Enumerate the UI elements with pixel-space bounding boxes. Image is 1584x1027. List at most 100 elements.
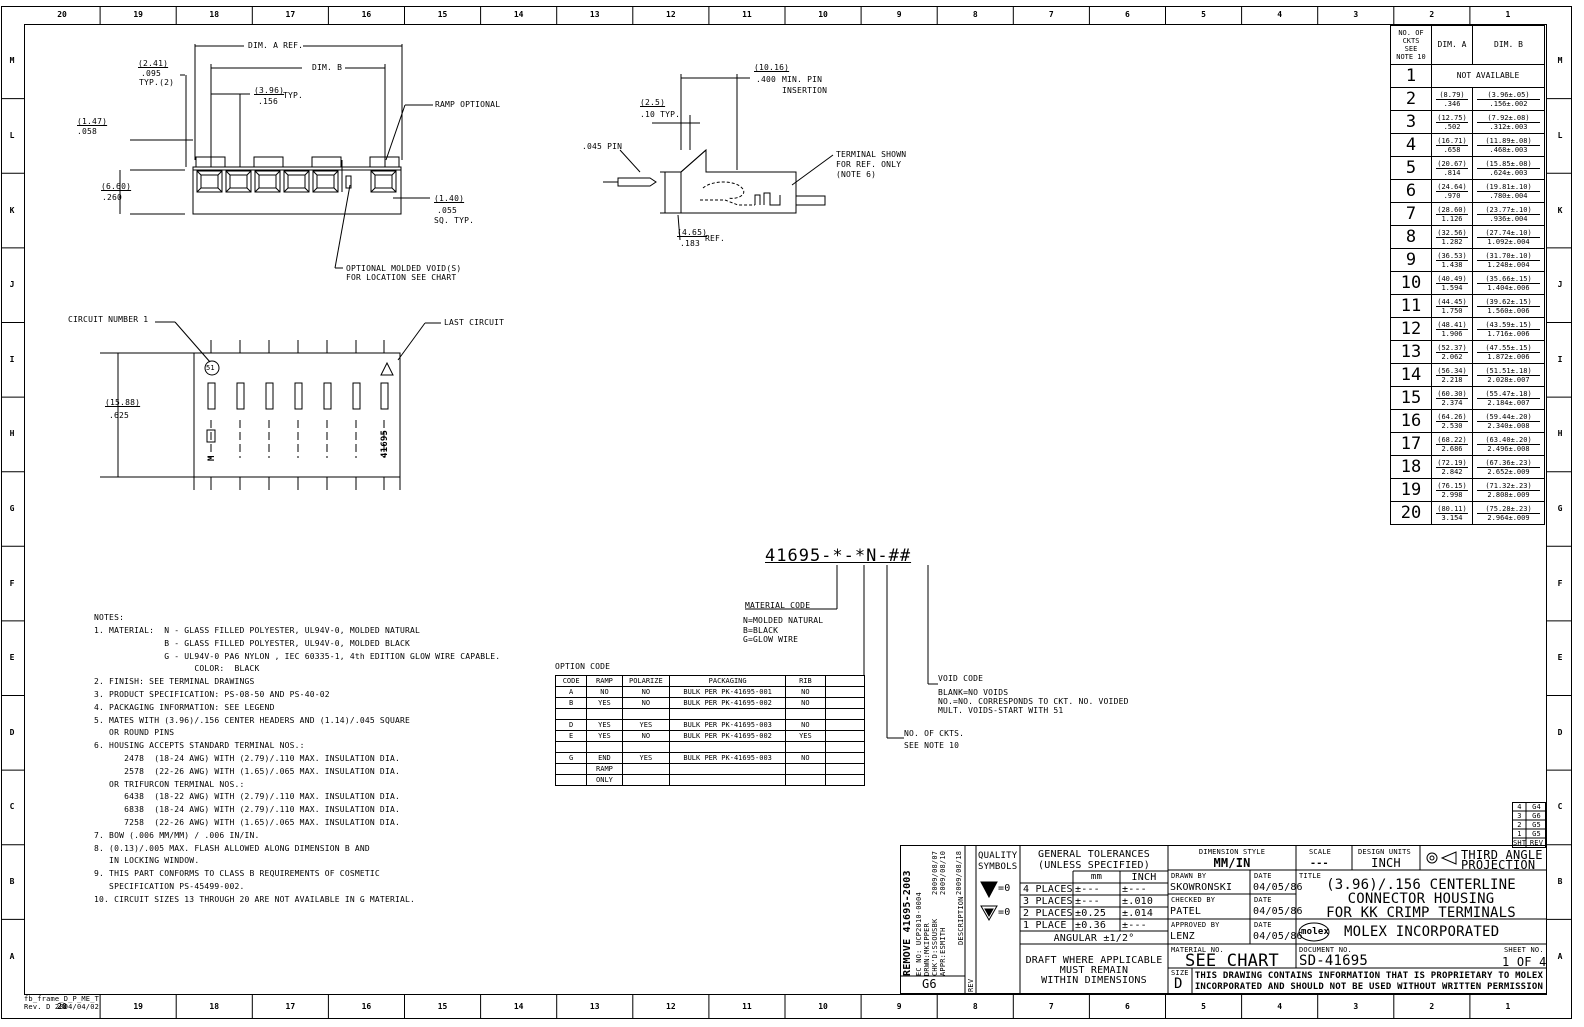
dimension-style-label: DIMENSION STYLE bbox=[1198, 848, 1266, 856]
revision-ec: EC NO: UCP2010-0004 bbox=[915, 892, 923, 976]
note-line: 2478 (18-24 AWG) WITH (2.79)/.110 MAX. I… bbox=[94, 754, 401, 763]
terminal-note-3: (NOTE 6) bbox=[836, 170, 877, 179]
material-no-label: MATERIAL NO. bbox=[1171, 946, 1224, 954]
document-no: SD-41695 bbox=[1299, 953, 1369, 969]
circuit-number-1: CIRCUIT NUMBER 1 bbox=[68, 315, 149, 324]
dim-a-mm: (64.26) bbox=[1436, 412, 1468, 422]
pin-typ: TYP. bbox=[283, 91, 304, 100]
dim-row: 6(24.64).970(19.81±.10).780±.004 bbox=[1390, 179, 1545, 203]
dim-row: 5(20.67).814(15.85±.08).624±.003 bbox=[1390, 156, 1545, 180]
option-cell bbox=[785, 708, 826, 720]
dim-b-mm: (55.47±.18) bbox=[1477, 390, 1540, 399]
ins-in: .400 bbox=[756, 75, 777, 84]
dim-a-mm: (16.71) bbox=[1436, 136, 1468, 146]
note-line: 2578 (22-26 AWG) WITH (1.65)/.065 MAX. I… bbox=[94, 766, 401, 776]
sheet-no-label: SHEET NO. bbox=[1504, 946, 1544, 954]
dim-a-in: 1.438 bbox=[1441, 260, 1463, 269]
row-label-left: B bbox=[9, 877, 15, 887]
row-label-left: K bbox=[9, 205, 15, 215]
option-cell bbox=[785, 741, 826, 753]
col-label-top: 15 bbox=[437, 10, 448, 19]
col-label-bottom: 18 bbox=[209, 1002, 220, 1011]
ckt-count: 15 bbox=[1390, 386, 1432, 410]
dim-a-in: 1.750 bbox=[1441, 306, 1463, 315]
tab-in: .10 TYP. bbox=[640, 110, 681, 119]
note-line: 4. PACKAGING INFORMATION: SEE LEGEND bbox=[94, 702, 275, 712]
material-code-3: G=GLOW WIRE bbox=[743, 635, 799, 644]
terminal-note-2: FOR REF. ONLY bbox=[836, 160, 902, 169]
dim-row: 4(16.71).658(11.89±.08).468±.003 bbox=[1390, 133, 1545, 157]
dim-b-in: 2.496±.008 bbox=[1487, 444, 1530, 453]
dim-b-header: DIM. B bbox=[1472, 25, 1545, 65]
row-label-right: I bbox=[1557, 354, 1563, 364]
option-cell: NO bbox=[586, 686, 623, 698]
note-line: COLOR: BLACK bbox=[94, 664, 260, 674]
dim-b-mm: (7.92±.08) bbox=[1477, 114, 1540, 123]
dim-a-in: .658 bbox=[1443, 145, 1461, 154]
row-label-left: M bbox=[9, 56, 15, 66]
dim-a-in: 2.374 bbox=[1441, 398, 1463, 407]
col-label-bottom: 12 bbox=[666, 1002, 676, 1011]
dim-b-mm: (3.96±.05) bbox=[1477, 91, 1540, 100]
option-cell bbox=[669, 763, 787, 775]
tol-places: 3 PLACES bbox=[1023, 896, 1073, 907]
scale-value: --- bbox=[1310, 858, 1329, 869]
option-cell: BULK PER PK-41695-003 bbox=[669, 719, 787, 731]
revision-description-label: DESCRIPTION bbox=[957, 896, 965, 945]
dim-row: 18(72.19)2.842(67.36±.23)2.652±.009 bbox=[1390, 455, 1545, 479]
dim-a-mm: (80.11) bbox=[1436, 504, 1468, 514]
option-header-cell: CODE bbox=[554, 675, 588, 687]
revision-title: REMOVE 41695-2003 bbox=[902, 870, 913, 976]
pitch-mm: (2.41) bbox=[138, 59, 169, 68]
note-line: 6838 (18-24 AWG) WITH (2.79)/.110 MAX. I… bbox=[94, 805, 401, 815]
revision-checked: CHK'D:SSOUSBK bbox=[931, 918, 939, 976]
row-label-left: A bbox=[9, 951, 15, 961]
option-cell: YES bbox=[586, 697, 623, 709]
col-label-bottom: 3 bbox=[1353, 1002, 1359, 1011]
row-label-left: I bbox=[9, 354, 15, 364]
proprietary-note-1: THIS DRAWING CONTAINS INFORMATION THAT I… bbox=[1194, 971, 1544, 981]
ckt-count: 16 bbox=[1390, 409, 1432, 433]
dim-a-mm: (8.79) bbox=[1436, 91, 1468, 100]
option-cell bbox=[621, 763, 671, 775]
ckt-count: 13 bbox=[1390, 340, 1432, 364]
tol-inch: ±--- bbox=[1122, 884, 1147, 895]
dim-a-label: DIM. A REF. bbox=[248, 41, 304, 50]
quality-symbols bbox=[980, 881, 998, 922]
note-line: SPECIFICATION PS-45499-002. bbox=[94, 882, 245, 891]
option-cell: NO bbox=[621, 730, 671, 742]
dim-b-mm: (23.77±.10) bbox=[1477, 206, 1540, 215]
dim-b-mm: (15.85±.08) bbox=[1477, 160, 1540, 169]
checked-date: 04/05/86 bbox=[1253, 906, 1303, 917]
row-label-right: M bbox=[1557, 56, 1563, 66]
note-line: G - UL94V-0 PA6 NYLON , IEC 60335-1, 4th… bbox=[94, 651, 501, 661]
note-line: 7. BOW (.006 MM/MM) / .006 IN/IN. bbox=[94, 830, 260, 840]
note-line: 6438 (18-22 AWG) WITH (2.79)/.110 MAX. I… bbox=[94, 792, 401, 802]
ckt-count: 11 bbox=[1390, 294, 1432, 318]
option-cell: YES bbox=[785, 730, 826, 742]
col-label-bottom: 6 bbox=[1125, 1002, 1130, 1011]
option-cell bbox=[621, 708, 671, 720]
approved-by: LENZ bbox=[1170, 931, 1195, 942]
option-cell: NO bbox=[621, 686, 671, 698]
option-cell bbox=[785, 763, 826, 775]
material-no: SEE CHART bbox=[1185, 951, 1279, 971]
dim-a-in: .814 bbox=[1443, 168, 1461, 177]
dim-a-in: 2.686 bbox=[1441, 444, 1463, 453]
dim-b-in: 2.808±.009 bbox=[1487, 490, 1530, 499]
material-code-2: B=BLACK bbox=[743, 626, 779, 635]
material-code-title: MATERIAL CODE bbox=[745, 601, 811, 610]
size-label: SIZE bbox=[1171, 969, 1189, 977]
height-ref-in: .183 bbox=[680, 239, 701, 248]
dim-b-in: 1.872±.006 bbox=[1487, 352, 1530, 361]
sheet-revision: G5 bbox=[1532, 821, 1541, 829]
ckt-count: 4 bbox=[1390, 133, 1432, 157]
col-label-top: 1 bbox=[1505, 10, 1511, 19]
revision-code: G6 bbox=[922, 977, 937, 991]
dim-b-mm: (35.66±.15) bbox=[1477, 275, 1540, 284]
sheet-number: 2 bbox=[1517, 821, 1522, 829]
